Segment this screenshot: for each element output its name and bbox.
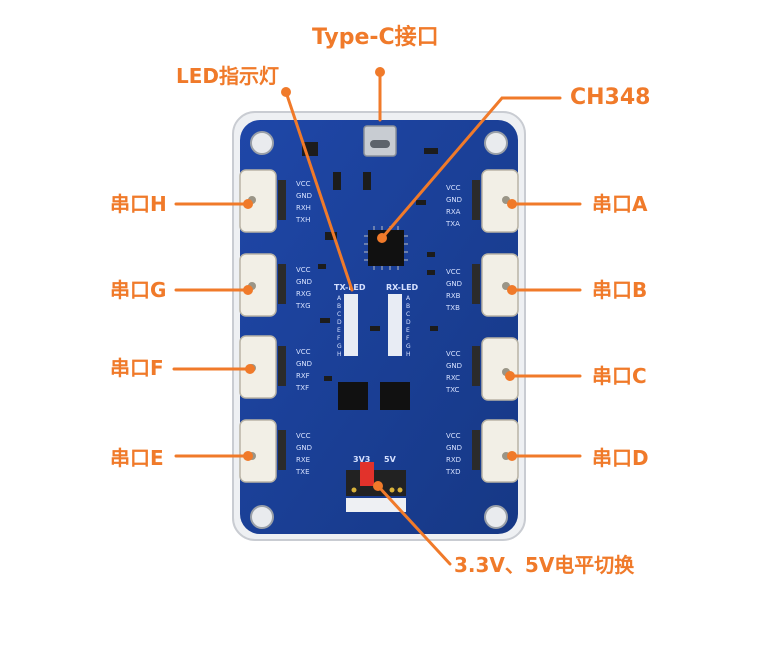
pin-label: RXB: [446, 292, 461, 300]
label-port-e: 串口E: [110, 446, 164, 470]
jumper-3v3-label: 3V3: [353, 455, 370, 464]
pin-label: GND: [296, 360, 312, 368]
mounting-screws: [250, 131, 508, 529]
pin-label: VCC: [296, 180, 311, 188]
label-port-c: 串口C: [592, 364, 647, 388]
label-voltage-switch: 3.3V、5V电平切换: [454, 553, 635, 577]
smd-components: [302, 142, 438, 381]
led-letter: D: [337, 319, 342, 326]
pin-label: GND: [446, 362, 462, 370]
pin-label: VCC: [296, 432, 311, 440]
label-port-f: 串口F: [110, 356, 164, 380]
led-letter: H: [406, 351, 411, 358]
label-port-h: 串口H: [110, 192, 167, 216]
led-letter: A: [337, 295, 342, 302]
label-typec: Type-C接口: [312, 25, 439, 50]
pin-label: RXH: [296, 204, 311, 212]
led-letter: E: [406, 327, 410, 334]
label-port-b: 串口B: [592, 278, 648, 302]
label-port-g: 串口G: [110, 278, 167, 302]
pin-label: GND: [296, 444, 312, 452]
led-letter: C: [337, 311, 341, 318]
jumper-5v-label: 5V: [384, 455, 397, 464]
pin-label: VCC: [296, 266, 311, 274]
led-letter: G: [337, 343, 342, 350]
level-shifter-2: [380, 382, 410, 410]
pin-label: GND: [446, 280, 462, 288]
led-letter: H: [337, 351, 342, 358]
pin-label: RXC: [446, 374, 460, 382]
led-letter: A: [406, 295, 411, 302]
led-columns: [344, 294, 402, 356]
pin-label: TXC: [445, 386, 460, 394]
pin-label: TXG: [295, 302, 311, 310]
pin-label: RXE: [296, 456, 310, 464]
pin-label: RXD: [446, 456, 461, 464]
led-letter: B: [337, 303, 341, 310]
pin-label: GND: [446, 196, 462, 204]
left-connectors: [239, 169, 277, 483]
led-letter: D: [406, 319, 411, 326]
led-letter: C: [406, 311, 410, 318]
callout-dots: [243, 67, 517, 491]
pin-label: VCC: [446, 184, 461, 192]
pin-label: VCC: [446, 432, 461, 440]
pin-label: GND: [446, 444, 462, 452]
pin-label: TXB: [445, 304, 460, 312]
level-shifter-1: [338, 382, 368, 410]
pin-label: RXF: [296, 372, 310, 380]
pin-label: TXF: [295, 384, 309, 392]
label-led: LED指示灯: [176, 64, 280, 88]
pin-label: VCC: [446, 268, 461, 276]
pin-label: TXA: [445, 220, 460, 228]
pin-label: RXA: [446, 208, 461, 216]
pin-label: TXH: [295, 216, 310, 224]
pin-label: RXG: [296, 290, 311, 298]
pin-label: TXD: [445, 468, 460, 476]
led-letter: B: [406, 303, 410, 310]
callout-lines: [172, 70, 582, 566]
pin-label: VCC: [296, 348, 311, 356]
pin-label: GND: [296, 192, 312, 200]
label-port-d: 串口D: [592, 446, 649, 470]
rx-led-label: RX-LED: [386, 283, 419, 292]
label-ch348: CH348: [570, 85, 651, 110]
pin-label: TXE: [295, 468, 310, 476]
pin-label: GND: [296, 278, 312, 286]
led-letter: G: [406, 343, 411, 350]
pin-label: VCC: [446, 350, 461, 358]
led-letter: F: [337, 335, 341, 342]
label-port-a: 串口A: [592, 192, 648, 216]
led-letter: E: [337, 327, 341, 334]
led-letter: F: [406, 335, 410, 342]
